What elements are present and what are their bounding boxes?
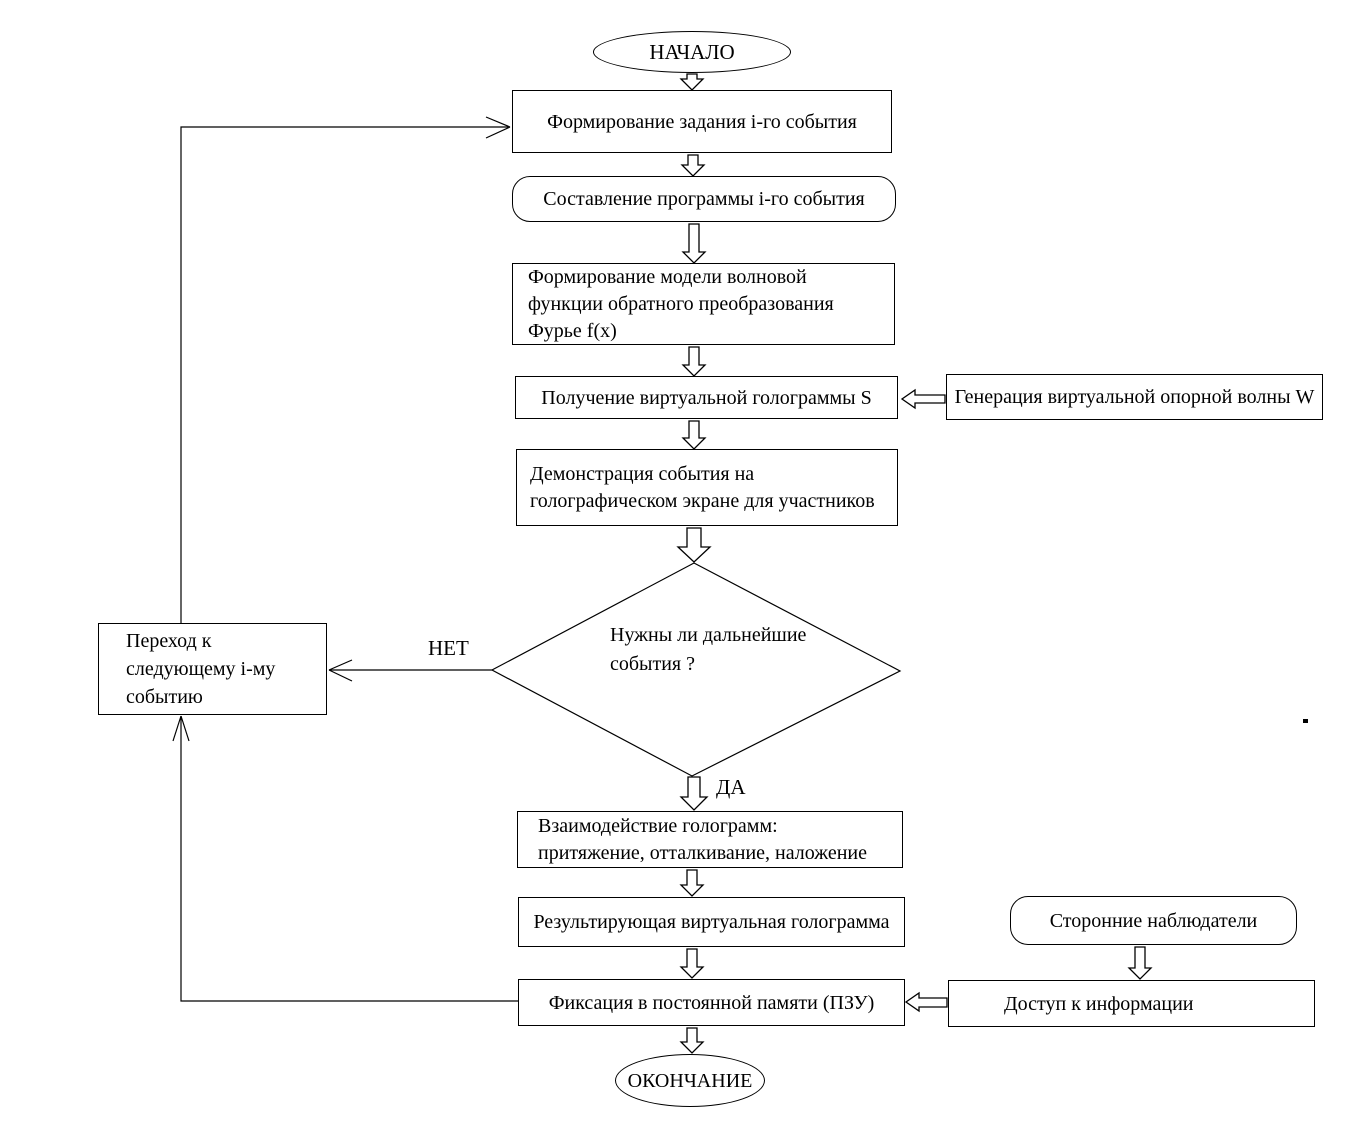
arrowhead-formtask-upper [485, 116, 511, 128]
arrowhead-nextevent-bottom-left [172, 715, 182, 742]
demonstration-line2: голографическом экране для участников [530, 489, 875, 512]
arrow-decision-yes-to-interaction [679, 776, 709, 811]
decision-text: Нужны ли дальнейшие события ? [610, 620, 860, 680]
arrowhead-nextevent-bottom-right [180, 715, 190, 742]
wave-model-box: Формирование модели волновой функции обр… [512, 263, 895, 345]
form-task-box: Формирование задания i-го события [512, 90, 892, 153]
resulting-hologram-box: Результирующая виртуальная голограмма [518, 897, 905, 947]
arrow-program-to-wavemodel [681, 223, 707, 264]
interaction-line1: Взаимодействие голограмм: [538, 814, 778, 837]
arrow-start-to-formtask [679, 73, 705, 91]
stray-dot [1303, 719, 1308, 723]
arrow-wavemodel-to-hologram [681, 346, 707, 377]
virtual-hologram-box: Получение виртуальной голограммы S [515, 376, 898, 419]
arrow-referencewave-to-hologram [900, 388, 946, 410]
reference-wave-label: Генерация виртуальной опорной волны W [954, 386, 1315, 408]
arrow-interaction-to-resulting [679, 869, 705, 897]
access-box: Доступ к информации [948, 980, 1315, 1027]
wave-model-line2: функции обратного преобразования [528, 292, 834, 315]
yes-branch-label: ДА [716, 775, 746, 799]
arrow-observers-to-access [1127, 946, 1153, 980]
demonstration-box: Демонстрация события на голографическом … [516, 449, 898, 526]
next-event-line1: Переход к [126, 630, 212, 652]
fixation-label: Фиксация в постоянной памяти (ПЗУ) [548, 991, 875, 1014]
observers-label: Сторонние наблюдатели [1049, 909, 1258, 932]
no-branch-label: НЕТ [428, 636, 469, 660]
arrowhead-nextevent-upper [328, 659, 353, 671]
interaction-line2: притяжение, отталкивание, наложение [538, 841, 868, 864]
arrow-resulting-to-fixation [679, 948, 705, 979]
interaction-box: Взаимодействие голограмм: притяжение, от… [517, 811, 903, 868]
arrow-access-to-fixation [904, 991, 948, 1013]
loop-line-fixation-to-nextevent [180, 716, 518, 1002]
decision-diamond-shape [490, 562, 902, 777]
arrow-formtask-to-program [680, 154, 706, 177]
demonstration-line1: Демонстрация события на [530, 462, 755, 485]
arrow-fixation-to-end [679, 1027, 705, 1054]
observers-box: Сторонние наблюдатели [1010, 896, 1297, 945]
wave-model-line1: Формирование модели волновой [528, 265, 807, 288]
virtual-hologram-label: Получение виртуальной голограммы S [541, 386, 872, 409]
access-label: Доступ к информации [1004, 992, 1194, 1015]
resulting-hologram-label: Результирующая виртуальная голограмма [533, 911, 890, 933]
compose-program-box: Составление программы i-го события [512, 176, 896, 222]
end-label: ОКОНЧАНИЕ [627, 1069, 753, 1092]
fixation-box: Фиксация в постоянной памяти (ПЗУ) [518, 979, 905, 1026]
decision-line1: Нужны ли дальнейшие [610, 624, 807, 646]
start-terminator: НАЧАЛО [593, 31, 791, 73]
arrowhead-formtask-lower [485, 126, 511, 139]
wave-model-line3: Фурье f(x) [528, 319, 617, 342]
start-label: НАЧАЛО [649, 40, 735, 64]
decision-line2: события ? [610, 653, 696, 675]
next-event-line2: следующему i-му [126, 658, 276, 680]
reference-wave-box: Генерация виртуальной опорной волны W [946, 374, 1323, 420]
arrow-hologram-to-demo [681, 420, 707, 450]
form-task-label: Формирование задания i-го события [547, 110, 857, 133]
arrow-demo-to-decision [676, 527, 712, 563]
next-event-line3: событию [126, 686, 203, 708]
loop-line-nextevent-to-formtask [180, 126, 508, 623]
end-terminator: ОКОНЧАНИЕ [615, 1054, 765, 1107]
arrowhead-nextevent-lower [328, 669, 353, 682]
next-event-box: Переход к следующему i-му событию [98, 623, 327, 715]
compose-program-label: Составление программы i-го события [543, 188, 865, 210]
